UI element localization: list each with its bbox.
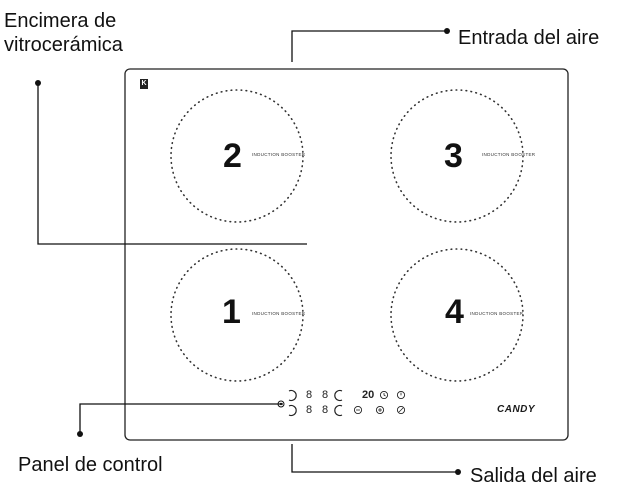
power-icon bbox=[396, 390, 406, 400]
timer-display: 20 bbox=[362, 389, 375, 401]
zone-select-icon-2 bbox=[288, 404, 297, 417]
booster-arc-icon bbox=[334, 389, 343, 402]
leader-dot-control-panel bbox=[77, 431, 83, 437]
zone-circle-1 bbox=[170, 248, 304, 382]
zone-digit-d: 8 bbox=[322, 404, 329, 416]
control-panel-label: Panel de control bbox=[18, 454, 163, 476]
zone-digit-c: 8 bbox=[306, 404, 313, 416]
zone-circle-4 bbox=[390, 248, 524, 382]
zone-tag-3: INDUCTION BOOSTER bbox=[482, 152, 536, 157]
zone-number-3: 3 bbox=[444, 137, 463, 175]
leader-dot-air-inlet bbox=[444, 28, 450, 34]
zone-digit-a: 8 bbox=[306, 389, 313, 401]
booster-arc-icon-2 bbox=[334, 404, 343, 417]
clock-icon bbox=[379, 390, 389, 400]
zone-select-icon bbox=[288, 389, 297, 402]
leader-dot-cooktop bbox=[35, 80, 41, 86]
cooktop-label: Encimera de vitrocerámica bbox=[4, 10, 123, 56]
leader-control-panel bbox=[79, 403, 283, 434]
zone-circle-3 bbox=[390, 89, 524, 223]
lock-icon bbox=[396, 405, 406, 415]
leader-cooktop bbox=[37, 83, 307, 245]
air-outlet-label: Salida del aire bbox=[470, 465, 597, 487]
leader-air-inlet bbox=[291, 30, 447, 62]
zone-number-2: 2 bbox=[223, 137, 242, 175]
control-panel-target bbox=[277, 400, 285, 408]
zone-number-1: 1 bbox=[222, 293, 241, 331]
leader-air-outlet bbox=[291, 444, 458, 473]
zone-tag-1: INDUCTION BOOSTER bbox=[252, 311, 306, 316]
minus-icon bbox=[353, 405, 363, 415]
zone-number-4: 4 bbox=[445, 293, 464, 331]
zone-tag-2: INDUCTION BOOSTER bbox=[252, 152, 306, 157]
cooktop-outline bbox=[124, 68, 569, 441]
zone-digit-b: 8 bbox=[322, 389, 329, 401]
k-logo-icon: K bbox=[140, 79, 148, 89]
zone-tag-4: INDUCTION BOOSTER bbox=[470, 311, 524, 316]
air-inlet-label: Entrada del aire bbox=[458, 27, 600, 49]
plus-icon bbox=[375, 405, 385, 415]
leader-dot-air-outlet bbox=[455, 469, 461, 475]
zone-circle-2 bbox=[170, 89, 304, 223]
brand-logo: CANDY bbox=[497, 404, 536, 415]
